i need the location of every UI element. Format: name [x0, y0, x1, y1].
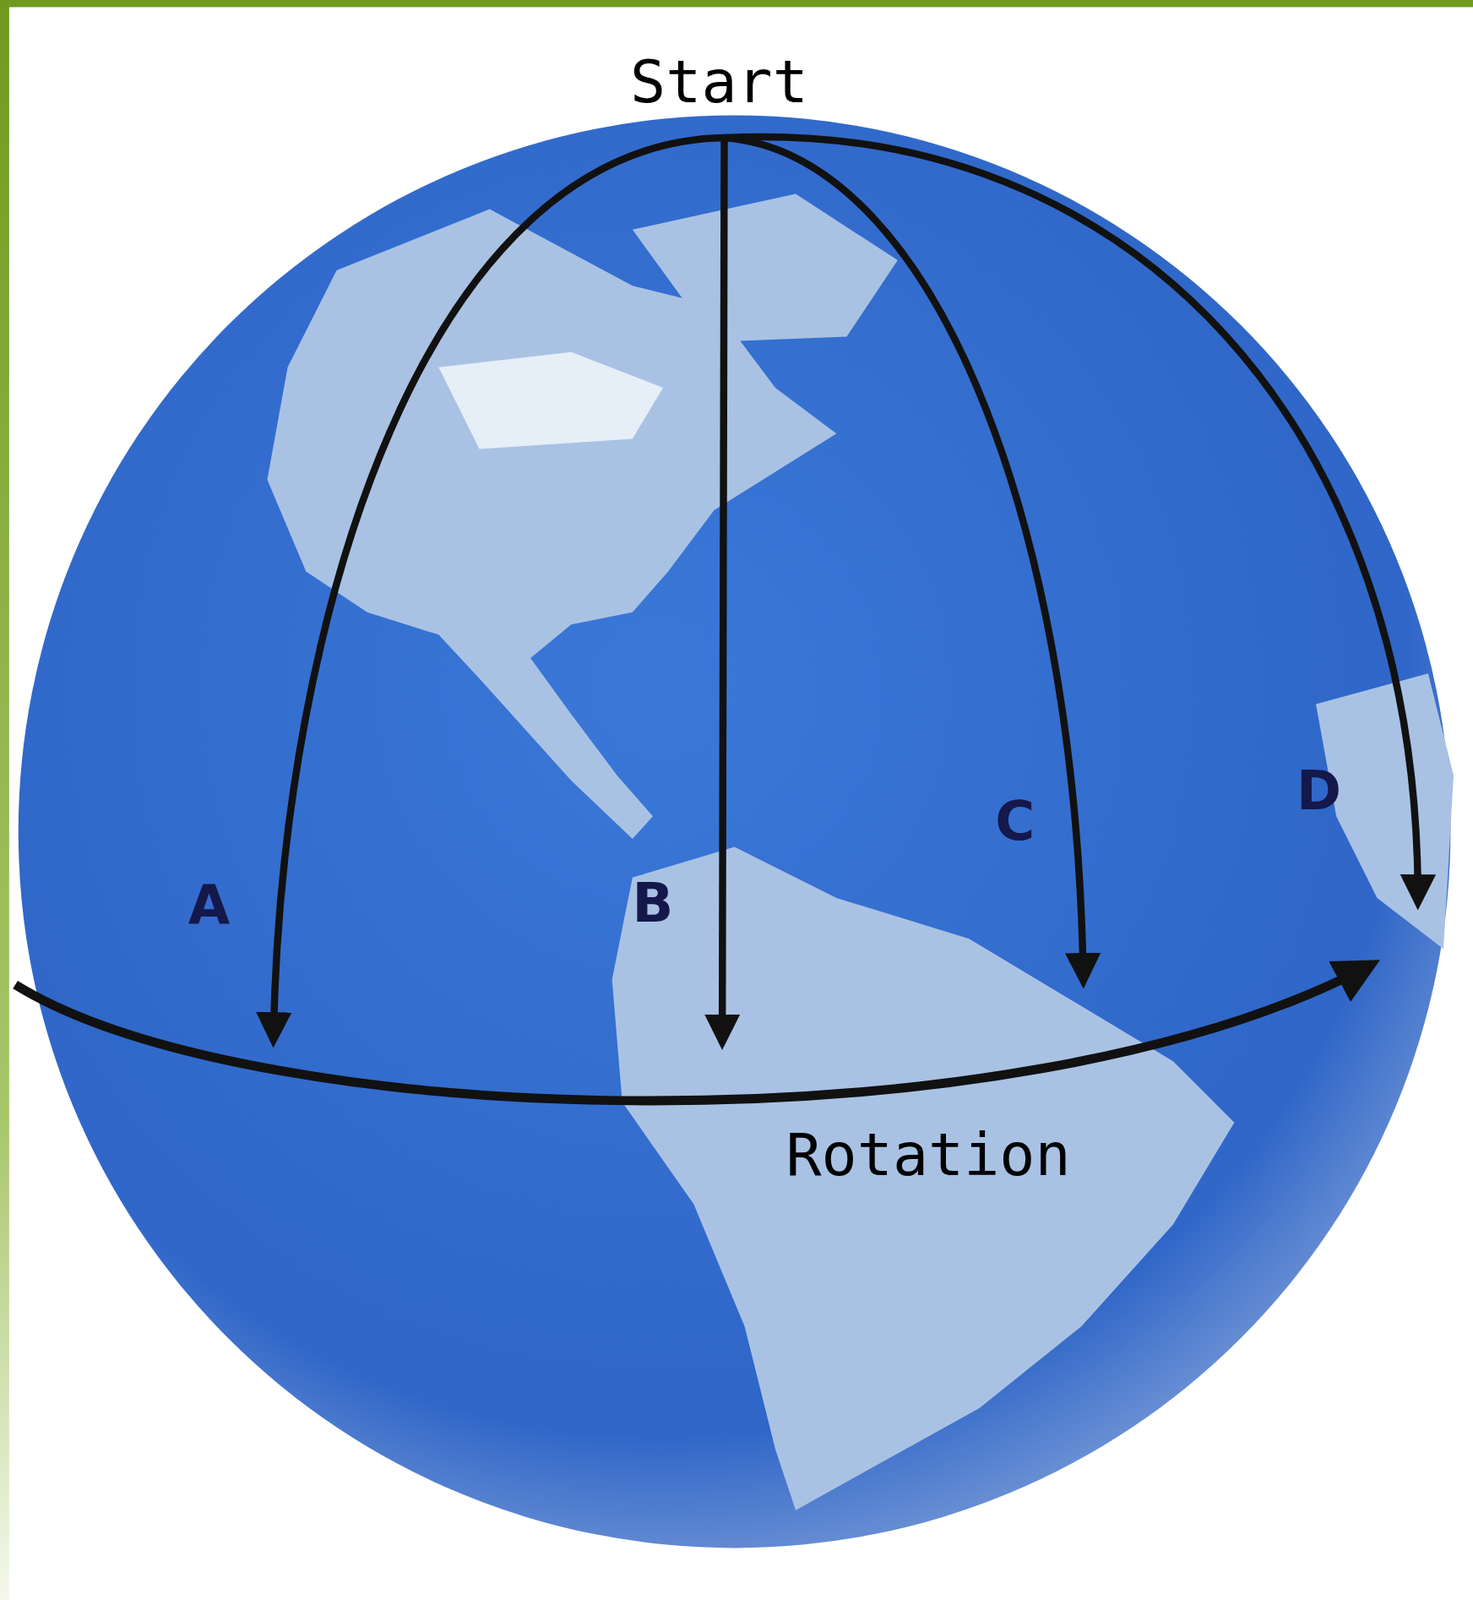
path-letter: B: [632, 875, 674, 930]
path-letter: A: [188, 878, 231, 933]
start-label: Start: [630, 52, 809, 112]
path-letter: D: [1296, 763, 1342, 818]
rotation-label: Rotation: [785, 1125, 1071, 1185]
path-letter: C: [994, 793, 1035, 848]
